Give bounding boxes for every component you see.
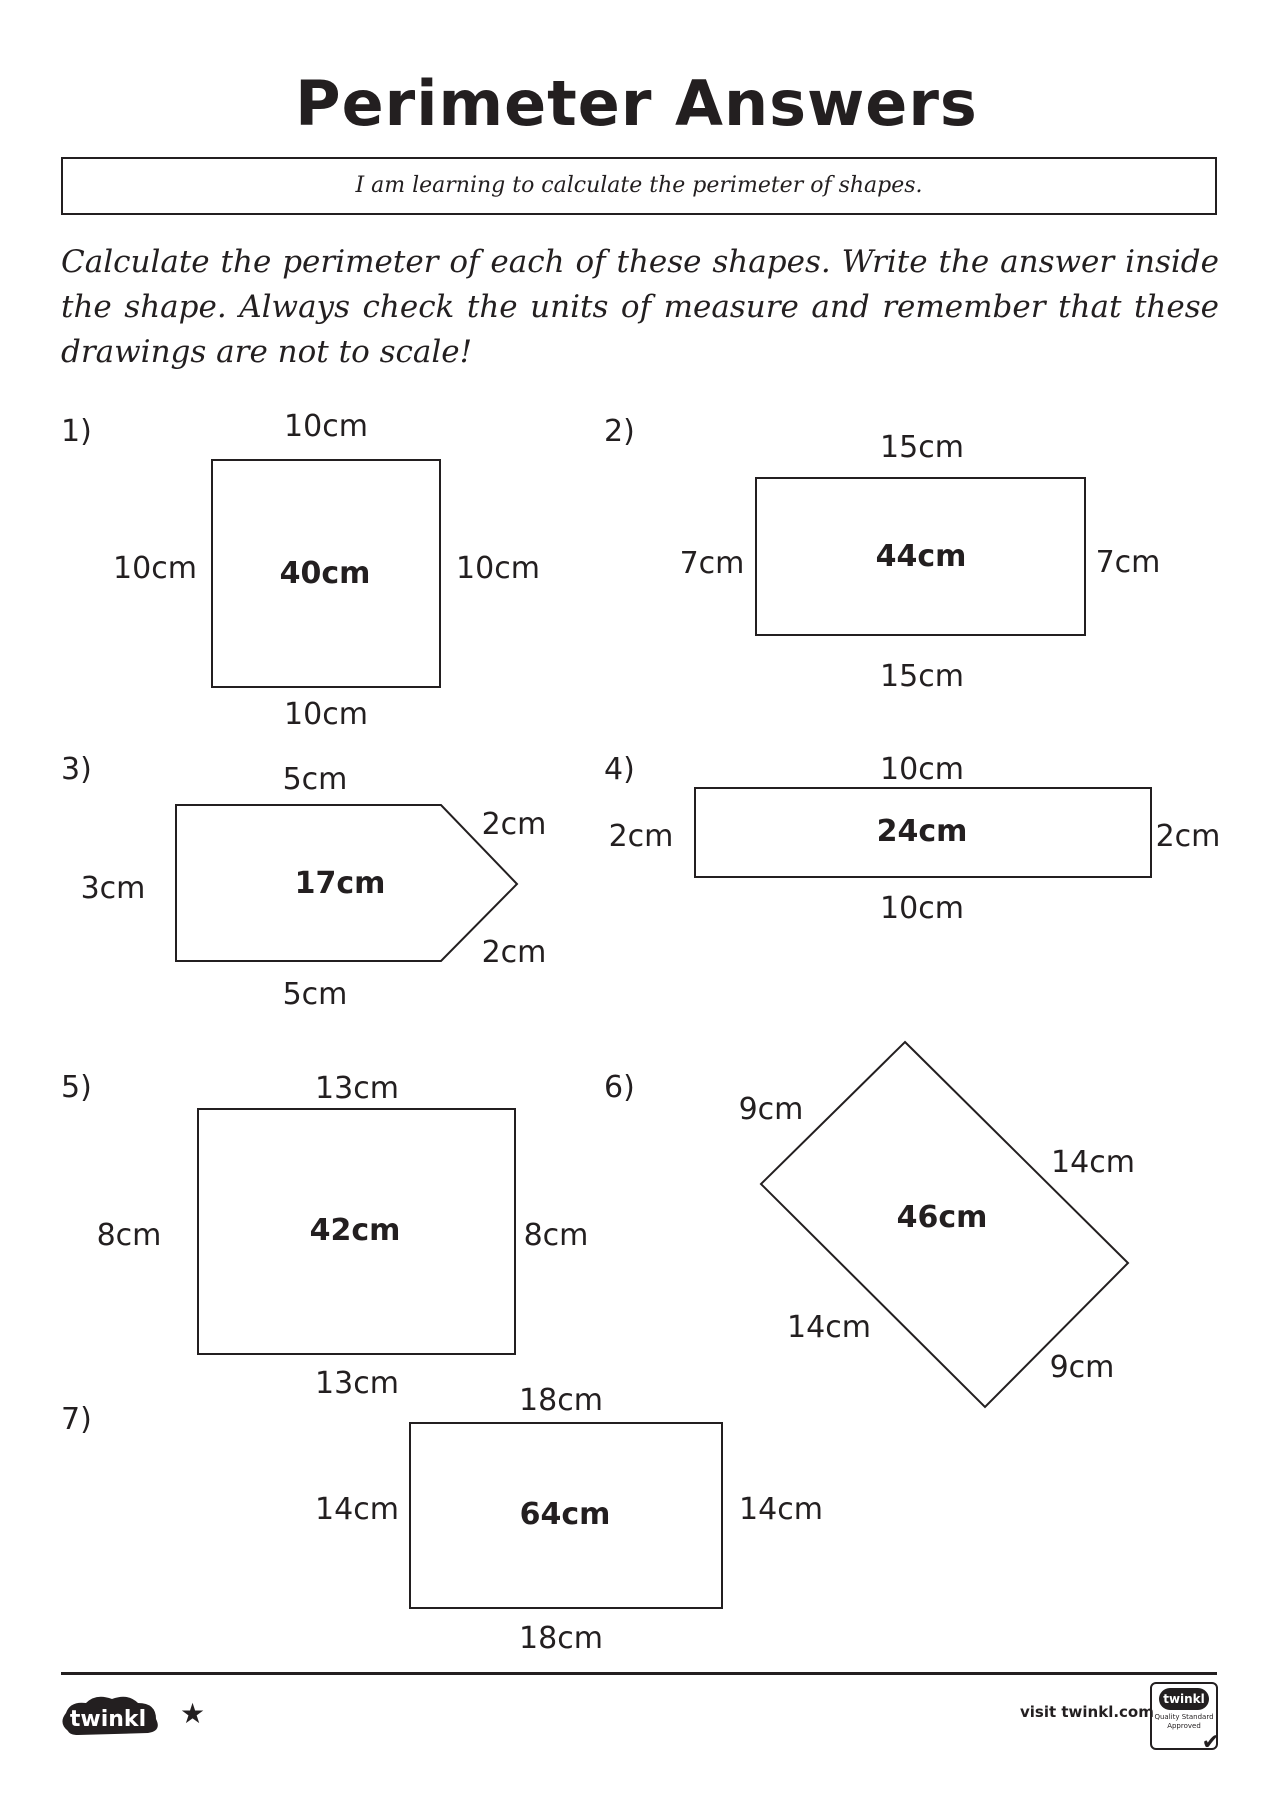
twinkl-logo-text: twinkl bbox=[70, 1707, 146, 1732]
checkmark-icon: ✔ bbox=[1201, 1730, 1220, 1755]
q2-answer: 44cm bbox=[875, 539, 967, 574]
q2-left-label: 7cm bbox=[679, 546, 745, 581]
shape-4-rectangle bbox=[694, 787, 1152, 878]
q7-bottom-label: 18cm bbox=[519, 1621, 603, 1656]
q6-lower-left-label: 14cm bbox=[787, 1310, 871, 1345]
shape-6-rotated-rectangle bbox=[759, 1040, 1130, 1409]
q3-answer: 17cm bbox=[294, 866, 386, 901]
question-6-number: 6) bbox=[604, 1070, 635, 1105]
badge-logo: twinkl bbox=[1159, 1688, 1209, 1710]
badge-text: Quality Standard Approved bbox=[1154, 1713, 1214, 1730]
visit-link[interactable]: visit twinkl.com bbox=[1020, 1703, 1154, 1721]
q7-left-label: 14cm bbox=[315, 1492, 399, 1527]
star-icon: ★ bbox=[180, 1697, 206, 1730]
page-title: Perimeter Answers bbox=[295, 67, 978, 140]
question-4-number: 4) bbox=[604, 752, 635, 787]
question-7-number: 7) bbox=[61, 1402, 92, 1437]
learning-objective-box: I am learning to calculate the perimeter… bbox=[61, 157, 1217, 215]
q1-right-label: 10cm bbox=[456, 551, 540, 586]
q4-top-label: 10cm bbox=[880, 752, 964, 787]
q3-upper-right-label: 2cm bbox=[481, 807, 547, 842]
q1-left-label: 10cm bbox=[113, 551, 197, 586]
question-1-number: 1) bbox=[61, 414, 92, 449]
instructions-text: Calculate the perimeter of each of these… bbox=[61, 244, 1219, 370]
q6-upper-right-label: 14cm bbox=[1051, 1145, 1135, 1180]
q6-lower-right-label: 9cm bbox=[1049, 1350, 1115, 1385]
shape-3-pentagon bbox=[175, 804, 519, 962]
question-5-number: 5) bbox=[61, 1070, 92, 1105]
q5-bottom-label: 13cm bbox=[315, 1366, 399, 1401]
q4-bottom-label: 10cm bbox=[880, 891, 964, 926]
shape-2-rectangle bbox=[755, 477, 1086, 636]
q2-top-label: 15cm bbox=[880, 430, 964, 465]
q4-left-label: 2cm bbox=[608, 819, 674, 854]
q2-bottom-label: 15cm bbox=[880, 659, 964, 694]
q7-right-label: 14cm bbox=[739, 1492, 823, 1527]
q3-left-label: 3cm bbox=[80, 871, 146, 906]
q3-bottom-label: 5cm bbox=[282, 977, 348, 1012]
q4-right-label: 2cm bbox=[1155, 819, 1221, 854]
q7-answer: 64cm bbox=[519, 1497, 611, 1532]
quality-standard-badge: twinkl Quality Standard Approved ✔ bbox=[1150, 1682, 1220, 1754]
q1-answer: 40cm bbox=[279, 556, 371, 591]
q4-answer: 24cm bbox=[876, 814, 968, 849]
shape-1-square bbox=[211, 459, 441, 688]
question-2-number: 2) bbox=[604, 414, 635, 449]
q7-top-label: 18cm bbox=[519, 1383, 603, 1418]
footer-divider bbox=[61, 1672, 1217, 1675]
q3-lower-right-label: 2cm bbox=[481, 935, 547, 970]
q5-right-label: 8cm bbox=[523, 1218, 589, 1253]
q6-answer: 46cm bbox=[896, 1200, 988, 1235]
q1-top-label: 10cm bbox=[284, 409, 368, 444]
q5-left-label: 8cm bbox=[96, 1218, 162, 1253]
shape-5-rectangle bbox=[197, 1108, 516, 1355]
q6-upper-left-label: 9cm bbox=[738, 1092, 804, 1127]
question-3-number: 3) bbox=[61, 752, 92, 787]
q2-right-label: 7cm bbox=[1095, 545, 1161, 580]
shape-7-rectangle bbox=[409, 1422, 723, 1609]
twinkl-logo: twinkl bbox=[62, 1696, 158, 1735]
q5-top-label: 13cm bbox=[315, 1071, 399, 1106]
q3-top-label: 5cm bbox=[282, 762, 348, 797]
q1-bottom-label: 10cm bbox=[284, 697, 368, 732]
q5-answer: 42cm bbox=[309, 1213, 401, 1248]
